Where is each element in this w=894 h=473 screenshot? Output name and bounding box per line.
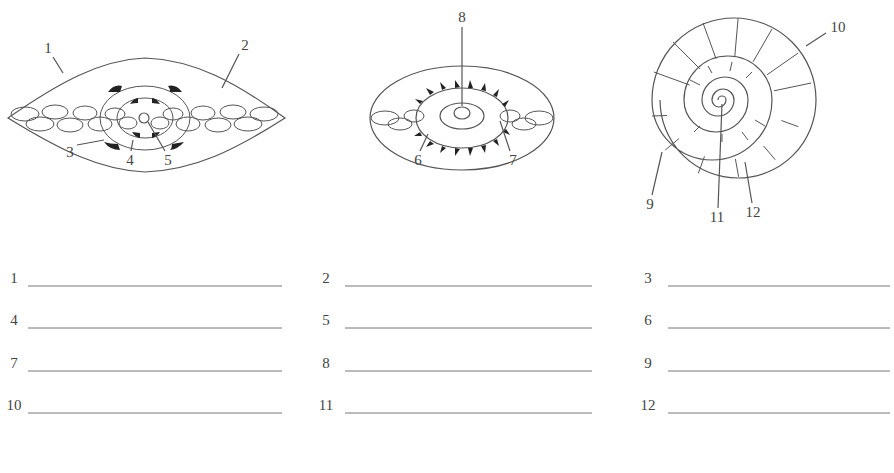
answer-number: 5 <box>320 312 332 329</box>
answer-number: 9 <box>642 355 654 372</box>
callout-number: 8 <box>456 9 468 26</box>
answer-number: 10 <box>5 397 24 414</box>
callout-number: 1 <box>42 40 54 57</box>
callout-number: 2 <box>239 37 251 54</box>
planispiral-shell <box>652 18 826 208</box>
answer-lines <box>28 286 890 413</box>
callout-number: 11 <box>708 209 726 226</box>
answer-number: 8 <box>320 355 332 372</box>
callout-number: 4 <box>124 152 136 169</box>
answer-number: 11 <box>317 397 335 414</box>
answer-number: 4 <box>8 312 20 329</box>
callout-number: 3 <box>64 144 76 161</box>
callout-number: 12 <box>744 204 763 221</box>
sagittal-section <box>370 27 554 170</box>
answer-number: 6 <box>642 312 654 329</box>
answer-number: 12 <box>639 397 658 414</box>
callout-number: 10 <box>829 19 848 36</box>
answer-number: 2 <box>320 270 332 287</box>
callout-number: 7 <box>507 152 519 169</box>
answer-number: 7 <box>8 355 20 372</box>
callout-number: 5 <box>162 152 174 169</box>
callout-number: 6 <box>412 152 424 169</box>
callout-number: 9 <box>644 196 656 213</box>
axial-section <box>8 54 285 172</box>
answer-number: 3 <box>642 270 654 287</box>
answer-number: 1 <box>8 270 20 287</box>
